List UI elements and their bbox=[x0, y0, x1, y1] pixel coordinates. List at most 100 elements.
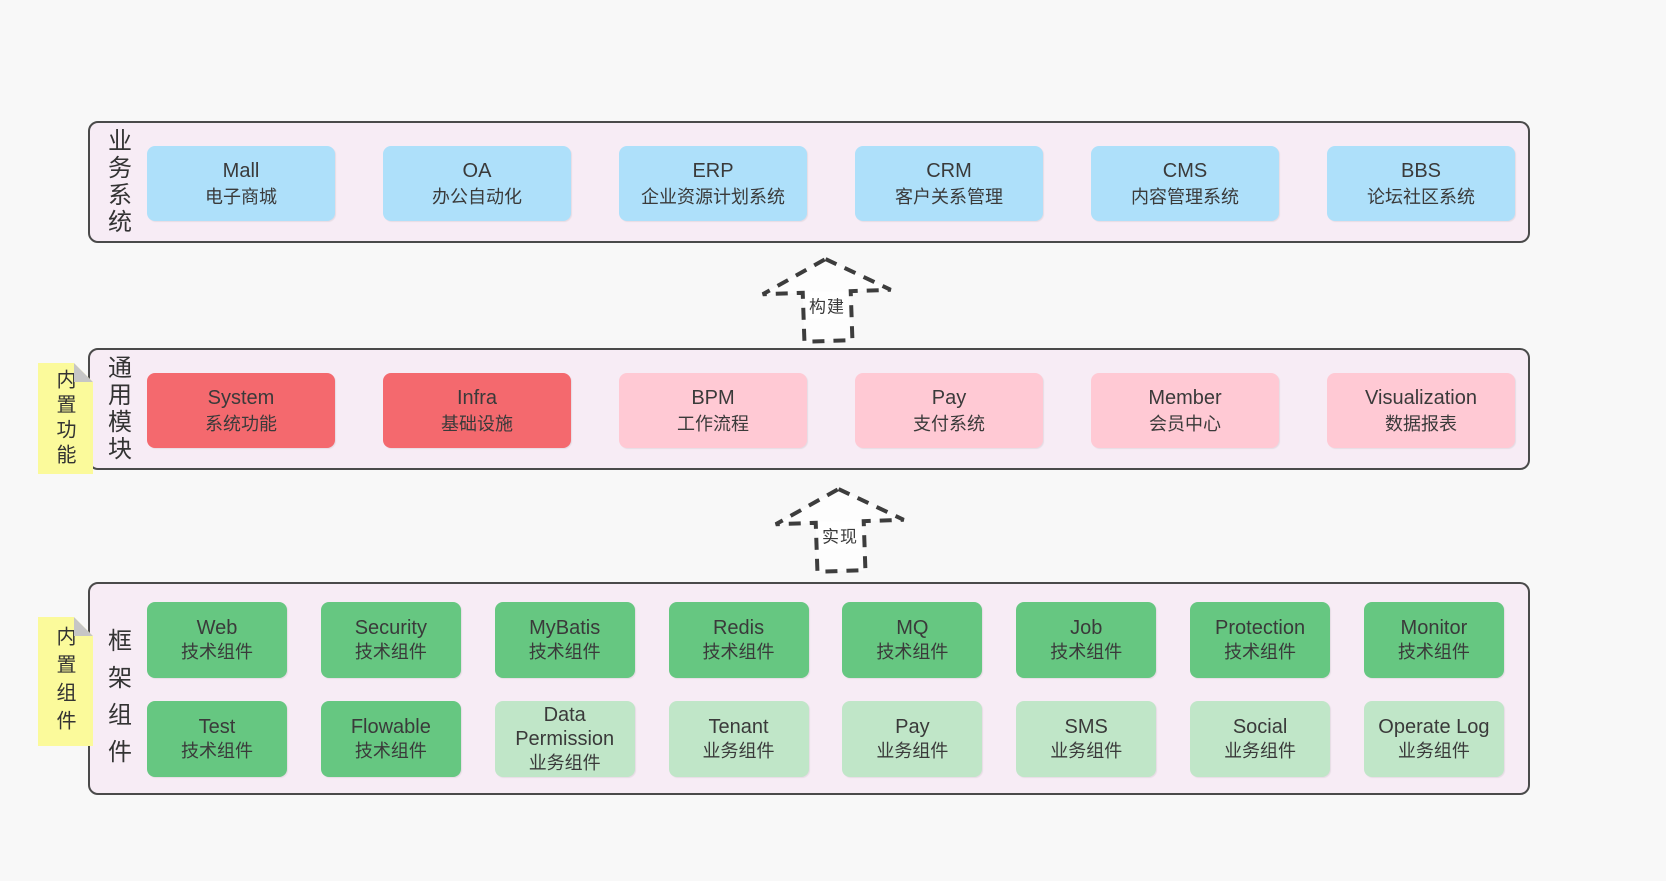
box-subtitle: 技术组件 bbox=[181, 741, 253, 761]
box-test: Test 技术组件 bbox=[147, 701, 287, 777]
box-subtitle: 技术组件 bbox=[181, 642, 253, 662]
box-web: Web 技术组件 bbox=[147, 602, 287, 678]
box-subtitle: 基础设施 bbox=[441, 413, 513, 434]
box-subtitle: 会员中心 bbox=[1149, 413, 1221, 434]
box-subtitle: 业务组件 bbox=[528, 753, 601, 773]
box-title: Mall bbox=[222, 159, 260, 182]
box-protection: Protection 技术组件 bbox=[1190, 602, 1331, 678]
business-systems-row: Mall 电子商城 OA 办公自动化 ERP 企业资源计划系统 CRM 客户关系… bbox=[147, 146, 1515, 221]
box-subtitle: 技术组件 bbox=[1050, 642, 1123, 662]
box-title: Job bbox=[1070, 617, 1103, 639]
box-title: SMS bbox=[1064, 716, 1108, 738]
box-crm: CRM 客户关系管理 bbox=[855, 146, 1043, 221]
box-bbs: BBS 论坛社区系统 bbox=[1327, 146, 1515, 221]
box-sms: SMS 业务组件 bbox=[1016, 701, 1157, 777]
box-subtitle: 系统功能 bbox=[205, 413, 277, 434]
box-cms: CMS 内容管理系统 bbox=[1091, 146, 1279, 221]
box-title: Visualization bbox=[1365, 386, 1477, 409]
box-title: Test bbox=[198, 716, 236, 738]
box-title: Data Permission bbox=[515, 704, 615, 750]
box-social: Social 业务组件 bbox=[1190, 701, 1331, 777]
box-security: Security 技术组件 bbox=[320, 602, 461, 678]
box-subtitle: 技术组件 bbox=[876, 642, 949, 662]
layer-framework-components-label: 框架组件 bbox=[103, 627, 131, 776]
box-mybatis: MyBatis 技术组件 bbox=[494, 602, 635, 678]
box-operate-log: Operate Log 业务组件 bbox=[1363, 701, 1504, 777]
box-visualization: Visualization 数据报表 bbox=[1327, 373, 1515, 448]
box-subtitle: 客户关系管理 bbox=[895, 186, 1003, 207]
box-title: CRM bbox=[926, 159, 972, 182]
box-subtitle: 支付系统 bbox=[913, 413, 985, 434]
box-title: Operate Log bbox=[1378, 716, 1490, 738]
box-title: ERP bbox=[692, 159, 734, 182]
box-redis: Redis 技术组件 bbox=[668, 602, 809, 678]
box-title: Security bbox=[354, 617, 427, 639]
box-subtitle: 技术组件 bbox=[1397, 642, 1470, 662]
box-title: BBS bbox=[1400, 159, 1442, 182]
box-pay-component: Pay 业务组件 bbox=[842, 701, 983, 777]
box-subtitle: 业务组件 bbox=[1397, 741, 1470, 761]
box-monitor: Monitor 技术组件 bbox=[1363, 602, 1504, 678]
box-member: Member 会员中心 bbox=[1091, 373, 1279, 448]
box-title: Web bbox=[196, 617, 238, 639]
box-subtitle: 业务组件 bbox=[702, 741, 775, 761]
layer-business-systems: 业务系统 Mall 电子商城 OA 办公自动化 ERP 企业资源计划系统 CRM… bbox=[88, 121, 1530, 243]
arrow-implement: 实现 bbox=[770, 486, 910, 574]
box-mall: Mall 电子商城 bbox=[147, 146, 335, 221]
box-bpm: BPM 工作流程 bbox=[619, 373, 807, 448]
framework-components-row-2: Test 技术组件 Flowable 技术组件 Data Permission … bbox=[147, 701, 1504, 777]
box-title: Infra bbox=[456, 386, 498, 409]
layer-common-modules: 通用模块 System 系统功能 Infra 基础设施 BPM 工作流程 Pay… bbox=[88, 348, 1530, 470]
box-title: Pay bbox=[895, 716, 930, 738]
arrow-build-label: 构建 bbox=[806, 291, 848, 319]
common-modules-row: System 系统功能 Infra 基础设施 BPM 工作流程 Pay 支付系统… bbox=[147, 373, 1515, 448]
arrow-implement-label: 实现 bbox=[819, 521, 861, 549]
box-erp: ERP 企业资源计划系统 bbox=[619, 146, 807, 221]
box-oa: OA 办公自动化 bbox=[383, 146, 571, 221]
box-data-permission: Data Permission 业务组件 bbox=[494, 701, 635, 777]
box-tenant: Tenant 业务组件 bbox=[668, 701, 809, 777]
layer-framework-components: 框架组件 Web 技术组件 Security 技术组件 MyBatis 技术组件… bbox=[88, 582, 1530, 795]
layer-common-modules-label: 通用模块 bbox=[103, 355, 131, 463]
box-subtitle: 办公自动化 bbox=[432, 186, 522, 207]
box-title: Protection bbox=[1215, 617, 1306, 639]
box-subtitle: 技术组件 bbox=[354, 642, 427, 662]
note-text: 内置功能 bbox=[53, 368, 75, 469]
box-subtitle: 业务组件 bbox=[876, 741, 949, 761]
framework-components-row-1: Web 技术组件 Security 技术组件 MyBatis 技术组件 Redi… bbox=[147, 602, 1504, 678]
box-subtitle: 工作流程 bbox=[677, 413, 749, 434]
note-text: 内置组件 bbox=[53, 625, 75, 738]
box-title: MQ bbox=[896, 617, 929, 639]
box-subtitle: 技术组件 bbox=[702, 642, 775, 662]
sticky-note-built-in-components: 内置组件 bbox=[38, 617, 93, 746]
box-title: System bbox=[207, 386, 275, 409]
box-title: OA bbox=[462, 159, 492, 182]
box-title: Pay bbox=[931, 386, 967, 409]
box-subtitle: 数据报表 bbox=[1385, 413, 1457, 434]
arrow-build: 构建 bbox=[757, 256, 897, 344]
box-subtitle: 业务组件 bbox=[1224, 741, 1297, 761]
box-subtitle: 电子商城 bbox=[205, 186, 277, 207]
box-pay-system: Pay 支付系统 bbox=[855, 373, 1043, 448]
box-subtitle: 论坛社区系统 bbox=[1367, 186, 1475, 207]
layer-business-systems-label: 业务系统 bbox=[103, 128, 131, 236]
box-title: Flowable bbox=[350, 716, 431, 738]
sticky-note-built-in-features: 内置功能 bbox=[38, 363, 93, 474]
box-title: Social bbox=[1232, 716, 1288, 738]
box-job: Job 技术组件 bbox=[1016, 602, 1157, 678]
box-title: Member bbox=[1148, 386, 1222, 409]
box-title: Redis bbox=[712, 617, 765, 639]
box-subtitle: 企业资源计划系统 bbox=[641, 186, 785, 207]
box-title: BPM bbox=[691, 386, 735, 409]
box-flowable: Flowable 技术组件 bbox=[320, 701, 461, 777]
box-title: MyBatis bbox=[529, 617, 601, 639]
box-subtitle: 内容管理系统 bbox=[1131, 186, 1239, 207]
box-system: System 系统功能 bbox=[147, 373, 335, 448]
box-mq: MQ 技术组件 bbox=[842, 602, 983, 678]
box-subtitle: 业务组件 bbox=[1050, 741, 1123, 761]
box-title: Monitor bbox=[1400, 617, 1468, 639]
box-title: CMS bbox=[1162, 159, 1208, 182]
box-title: Tenant bbox=[708, 716, 769, 738]
box-subtitle: 技术组件 bbox=[528, 642, 601, 662]
